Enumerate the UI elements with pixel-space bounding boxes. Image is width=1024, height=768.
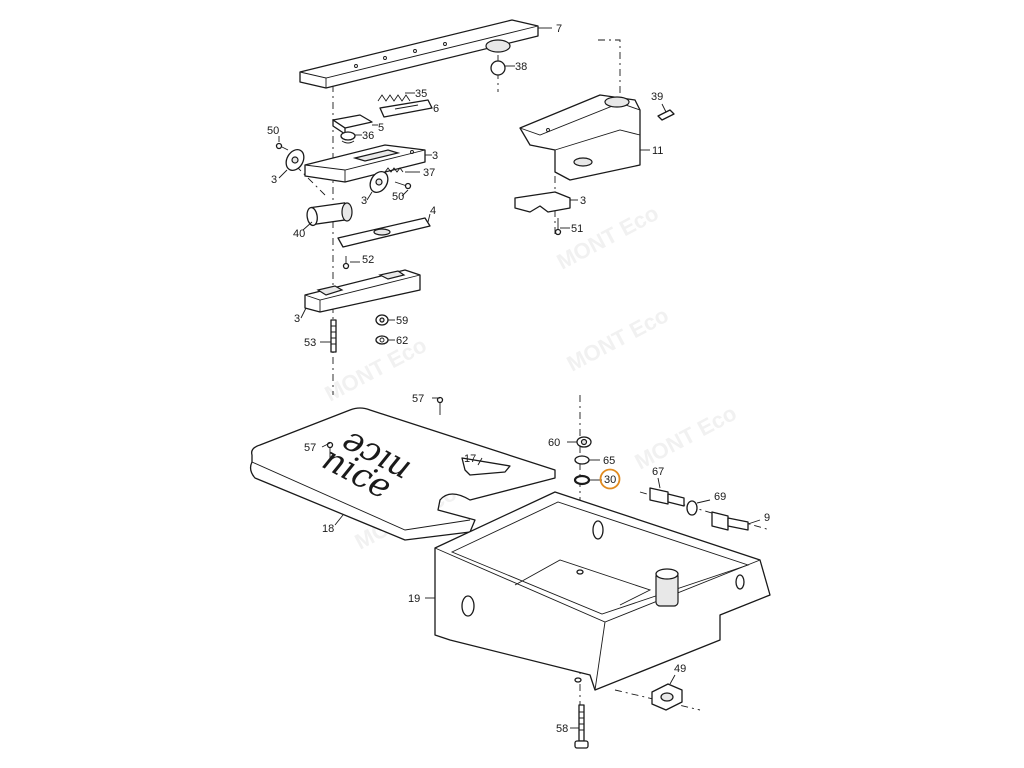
callout-label: 18 [322, 523, 334, 535]
callout-label: 53 [304, 337, 316, 349]
part-3-upper-bracket [304, 144, 426, 183]
part-36-spring [340, 131, 356, 144]
part-35-spring [377, 94, 411, 102]
part-9-pin [711, 511, 749, 531]
part-6-slide-plate [379, 99, 433, 118]
part-7-arm-bar [299, 19, 539, 89]
axis-line [614, 689, 701, 711]
part-3-disc-right [369, 171, 389, 193]
callout-label: 37 [423, 167, 435, 179]
watermark-text: MONT Eco [553, 200, 663, 274]
part-30-o-ring [573, 474, 591, 486]
callout-label: 58 [556, 723, 568, 735]
callout-label: 52 [362, 254, 374, 266]
watermark-text: MONT Eco [631, 400, 741, 474]
axis-line [598, 39, 621, 95]
callout-label: 5 [378, 122, 384, 134]
part-40-cylinder [306, 202, 353, 227]
part-11-arm-bracket [519, 94, 641, 181]
callout-label: 3 [432, 150, 438, 162]
part-18-cover-plate: nice nice [249, 407, 556, 541]
highlight-ring [599, 468, 621, 490]
part-67-bolt [649, 487, 685, 507]
part-53-bolt [330, 319, 337, 353]
callout-label: 3 [580, 195, 586, 207]
part-58-bolt [574, 704, 589, 749]
part-59-nut [375, 314, 389, 326]
part-65-washer [574, 455, 590, 465]
part-52-screw [342, 256, 350, 270]
part-51-screw [554, 218, 562, 236]
part-62-washer [375, 335, 389, 345]
callout-label: 3 [271, 174, 277, 186]
part-60-nut [576, 436, 592, 448]
callout-label: 36 [362, 130, 374, 142]
callout-label: 65 [603, 455, 615, 467]
part-50-screw [275, 142, 289, 151]
callout-label: 67 [652, 466, 664, 478]
part-37-spring [384, 167, 404, 173]
callout-label: 57 [304, 442, 316, 454]
callout-label: 6 [433, 103, 439, 115]
part-3-lower-base [304, 269, 421, 313]
part-3-disc-left [285, 149, 305, 171]
callout-label-highlighted: 30 [604, 474, 616, 486]
callout-label: 38 [515, 61, 527, 73]
callout-label: 3 [294, 313, 300, 325]
callout-label: 11 [652, 145, 663, 157]
part-57-screw-top [436, 396, 444, 415]
callout-labels: 7 38 35 6 5 36 50 3 3 37 3 50 4 40 52 3 … [267, 23, 770, 735]
callout-label: 51 [571, 223, 583, 235]
callout-label: 35 [415, 88, 427, 100]
callout-label: 40 [293, 228, 305, 240]
callout-label: 50 [392, 191, 404, 203]
part-19-box [434, 491, 771, 691]
callout-label: 4 [430, 205, 436, 217]
part-49-nut [651, 683, 683, 711]
callout-label: 17 [464, 453, 476, 465]
leader-lines [278, 27, 761, 729]
callout-label: 62 [396, 335, 408, 347]
part-69-washer [686, 500, 698, 516]
callout-label: 9 [764, 512, 770, 524]
watermark-text: MONT Eco [563, 302, 673, 376]
callout-label: 39 [651, 91, 663, 103]
callout-label: 60 [548, 437, 560, 449]
part-50-screw-lower [394, 181, 412, 190]
callout-label: 49 [674, 663, 686, 675]
part-3-right-block [514, 191, 571, 213]
callout-label: 19 [408, 593, 420, 605]
callout-label: 59 [396, 315, 408, 327]
part-38-ball [490, 60, 506, 76]
callout-label: 3 [361, 195, 367, 207]
callout-label: 7 [556, 23, 562, 35]
callout-label: 69 [714, 491, 726, 503]
part-4-plate [337, 217, 431, 248]
callout-label: 50 [267, 125, 279, 137]
callout-label: 57 [412, 393, 424, 405]
